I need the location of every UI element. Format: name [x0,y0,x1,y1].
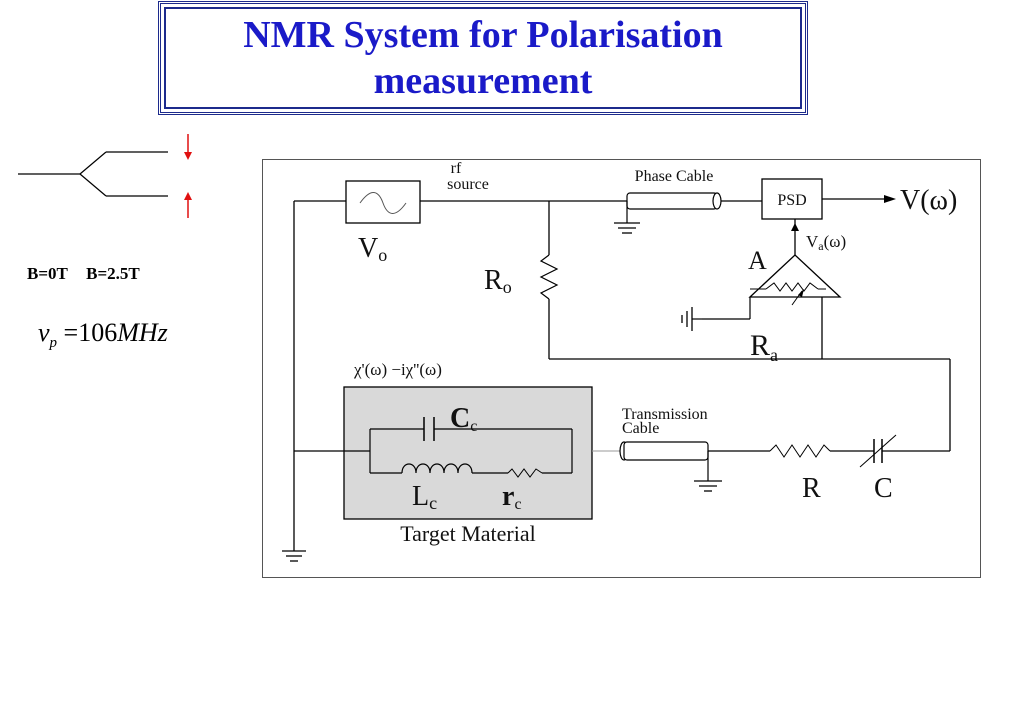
cc-sub: c [470,418,477,435]
va-paren: (ω) [824,232,847,251]
r0-label: R [484,265,503,296]
svg-text:Vo: Vo [358,233,387,265]
r-resistor [769,444,831,458]
target-material-label: Target Material [400,521,536,546]
ra-label: R [750,329,770,362]
freq-unit: MHz [117,318,168,347]
svg-text:rc: rc [502,481,522,513]
transmission-cable [623,441,709,461]
c-label: C [874,473,893,504]
output-arrow-icon [884,195,896,203]
nmr-circuit-diagram: rf source Vo Phase Cable PSD V(ω) Va(ω) … [262,159,981,578]
lc-label: L [412,481,429,512]
variable-capacitor-arrow [859,434,897,468]
svg-text:Va(ω): Va(ω) [806,232,846,253]
source-label: source [447,176,489,193]
ground-symbol-transmission [694,480,722,492]
va-sub: a [818,239,824,253]
rc-label: r [502,481,514,512]
amp-label: A [748,246,767,275]
freq-value: 106 [78,318,118,347]
svg-text:Ra: Ra [750,329,778,365]
ra-sub: a [770,345,778,365]
field-labels: B=0T B=2.5T [27,264,154,284]
lc-sub: c [429,493,437,513]
phase-cable [626,192,718,210]
r-label: R [802,473,821,504]
ground-symbol-phase [614,222,640,234]
title-box: NMR System for Polarisation measurement [158,1,808,115]
r0-sub: o [503,277,512,297]
r0-resistor [539,254,559,300]
field-label-0: B=0T [27,264,68,283]
freq-equals: = [63,318,79,347]
inductor-coil [401,463,473,474]
v0-label: V [358,233,378,264]
target-material-box [343,386,593,520]
level-splitting-diagram [18,134,192,218]
v-omega-label: V(ω) [900,185,957,216]
svg-text:Lc: Lc [412,481,437,513]
frequency-formula: νp =106MHz [38,318,168,352]
field-label-1: B=2.5T [86,264,140,283]
svg-text:Cc: Cc [450,403,477,435]
amplifier [748,254,842,298]
cc-label: C [450,403,470,434]
rc-sub: c [514,496,521,513]
rc-resistor [507,468,543,478]
freq-symbol: ν [38,318,50,347]
v0-sub: o [378,245,387,265]
spin-up-arrow-icon [184,192,192,218]
psd-box [761,178,823,220]
ground-symbol-left [282,550,306,562]
transmission-label: Transmission [622,406,708,423]
phase-cable-label: Phase Cable [635,168,714,185]
va-arrow-icon [791,223,799,231]
freq-subscript: p [49,335,58,352]
chi-label: χ'(ω) −iχ''(ω) [353,360,442,379]
sine-wave-icon [359,192,407,214]
rf-label: rf [451,160,462,177]
spin-down-arrow-icon [184,134,192,160]
cable-label: Cable [622,420,659,437]
ground-symbol-amp [681,307,702,331]
psd-label: PSD [777,192,806,209]
page-title: NMR System for Polarisation measurement [243,14,723,102]
svg-text:Ro: Ro [484,265,512,297]
va-label: V [806,232,819,251]
